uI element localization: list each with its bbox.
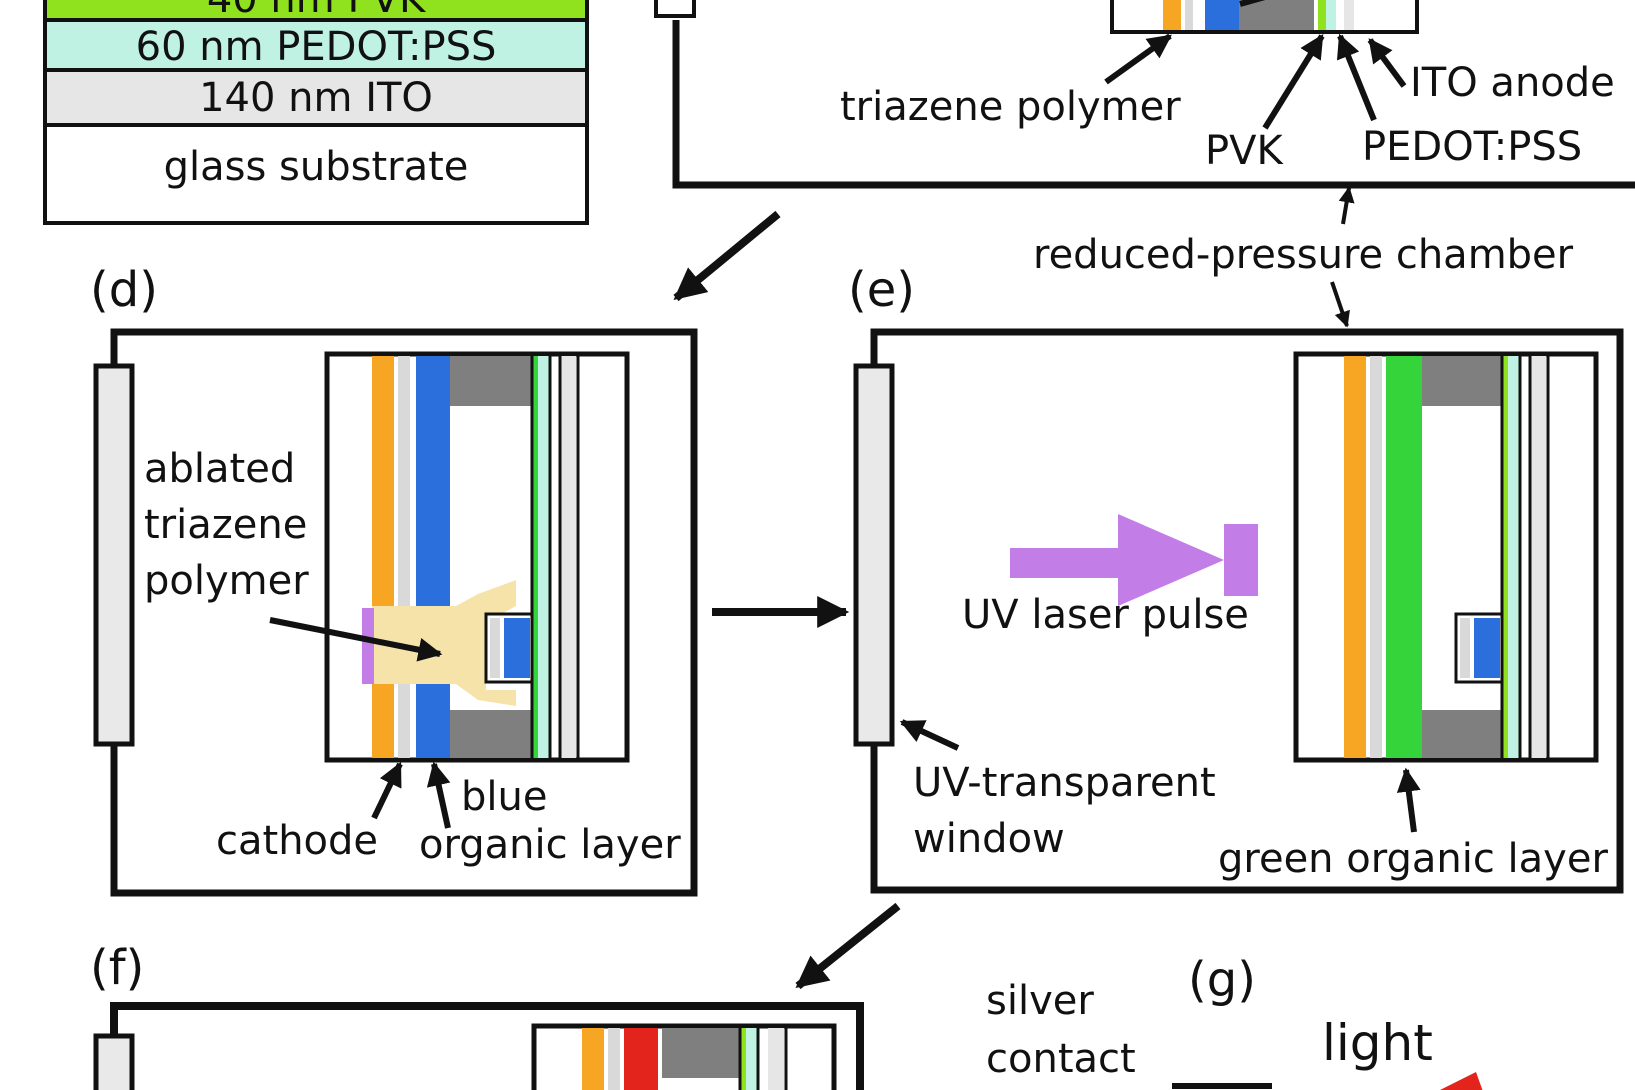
transferred-blue-e [1474, 618, 1500, 678]
blue-label-1: blue [461, 774, 547, 820]
cathode-layer-f [608, 1028, 620, 1090]
uv-laser-arrow [1010, 514, 1224, 606]
panel-g: (g) silver contact light [986, 952, 1483, 1090]
panel-e: (e) UV laser pulse UV-transparent window… [848, 262, 1624, 894]
grey-block-top-d [450, 356, 532, 406]
grey-block-bottom-e [1422, 710, 1502, 758]
arrow-blue-organic [426, 761, 451, 829]
arrow-window [899, 719, 960, 751]
ito-strip-e [1530, 356, 1546, 758]
blue-label-2: organic layer [419, 822, 681, 868]
ablated-label-3: polymer [144, 558, 309, 604]
ablated-plume-d [372, 580, 516, 706]
red-light-ray [1440, 1072, 1483, 1090]
orange-layer-d [372, 356, 394, 758]
arrow-chamber-down [1330, 281, 1350, 328]
silver-label-1: silver [986, 978, 1094, 1024]
panel-e-tag: (e) [848, 262, 915, 318]
pvk-label: PVK [1205, 128, 1284, 174]
orange-layer-e [1344, 356, 1366, 758]
panel-d: (d) ablated triazene polymer cathode blu… [90, 262, 698, 897]
arrow-ablated [269, 617, 443, 662]
window-f [93, 1033, 135, 1090]
uv-laser-spot [1224, 524, 1258, 596]
pedot-strip-f [746, 1028, 758, 1090]
cathode-layer-e [1370, 356, 1382, 758]
ablated-label-2: triazene [144, 502, 307, 548]
pvk-strip-c [1318, 0, 1326, 30]
window-label-1: UV-transparent [913, 760, 1216, 806]
panel-d-tag: (d) [90, 262, 158, 318]
silver-label-2: contact [986, 1036, 1136, 1082]
arrow-pedot [1336, 33, 1377, 122]
blue-layer-c [1205, 0, 1239, 30]
ito-strip-c [1344, 0, 1354, 30]
pvk-strip-d [532, 356, 538, 758]
glass-substrate [43, 123, 589, 225]
chamber-outline-c [672, 20, 1635, 189]
grey-block-bottom-d [450, 710, 532, 758]
glass-substrate-label: glass substrate [164, 144, 469, 190]
orange-layer-c [1163, 0, 1181, 30]
transferred-cathode-e [1460, 618, 1470, 678]
pvk-strip-e [1502, 356, 1508, 758]
pedot-strip-d [538, 356, 550, 758]
green-organic-label: green organic layer [1218, 836, 1608, 882]
arrow-triazene [1104, 33, 1172, 85]
grey-block-top-e [1422, 356, 1502, 406]
uv-laser-label: UV laser pulse [962, 592, 1249, 638]
cathode-layer-d [398, 356, 410, 758]
pvk-strip-f [740, 1028, 746, 1090]
arrow-chamber-up [1338, 186, 1355, 225]
window-stub-c [654, 0, 696, 18]
pvk-layer-label: 40 nm PVK [207, 0, 427, 22]
ito-strip-d [560, 356, 576, 758]
arrow-green-organic [1396, 767, 1421, 833]
panel-c: triazene polymer PVK PEDOT:PSS ITO anode [654, 0, 1635, 189]
red-organic-layer-f [624, 1028, 658, 1090]
arrow-pvk [1262, 33, 1325, 130]
pedot-layer [43, 18, 589, 72]
panel-g-tag: (g) [1188, 952, 1256, 1008]
light-label: light [1322, 1014, 1433, 1072]
panel-f: (f) [90, 940, 864, 1090]
cathode-label: cathode [216, 818, 378, 864]
window-label-2: window [913, 816, 1065, 862]
ablated-label-1: ablated [144, 446, 295, 492]
flow-arrow-e-to-f [795, 902, 901, 990]
pedot-strip-c [1326, 0, 1336, 30]
chamber-outline-f [110, 1002, 864, 1090]
device-e [1293, 351, 1599, 763]
grey-block-c [1239, 0, 1314, 30]
ito-anode-label: ITO anode [1410, 60, 1615, 106]
flow-arrow-c-to-d [673, 210, 781, 302]
layer-stack: 40 nm PVK 60 nm PEDOT:PSS 140 nm ITO gla… [43, 0, 589, 225]
pedot-label: PEDOT:PSS [1362, 124, 1582, 170]
blue-organic-layer-d [416, 356, 450, 758]
green-organic-layer-e [1386, 356, 1422, 758]
chamber-outline-e [870, 328, 1624, 894]
transferred-cathode-d [490, 618, 500, 678]
pedot-layer-label: 60 nm PEDOT:PSS [136, 24, 497, 70]
orange-layer-f [582, 1028, 604, 1090]
arrow-cathode [371, 761, 403, 820]
chamber-label: reduced-pressure chamber [1033, 232, 1574, 278]
chamber-outline-d [110, 328, 698, 897]
arrow-c-top [1239, 0, 1266, 7]
arrow-ito-anode [1367, 38, 1407, 88]
grey-layer-c [1185, 0, 1193, 30]
transferred-blue-d [504, 618, 530, 678]
triazene-polymer-label: triazene polymer [840, 84, 1181, 130]
panel-f-tag: (f) [90, 940, 144, 996]
ito-strip-f [768, 1028, 784, 1090]
window-d [93, 363, 135, 747]
uv-spot-d [362, 608, 374, 684]
grey-block-top-f [662, 1028, 740, 1078]
window-e [853, 363, 895, 747]
ito-layer-label: 140 nm ITO [199, 75, 433, 121]
pedot-strip-e [1508, 356, 1520, 758]
